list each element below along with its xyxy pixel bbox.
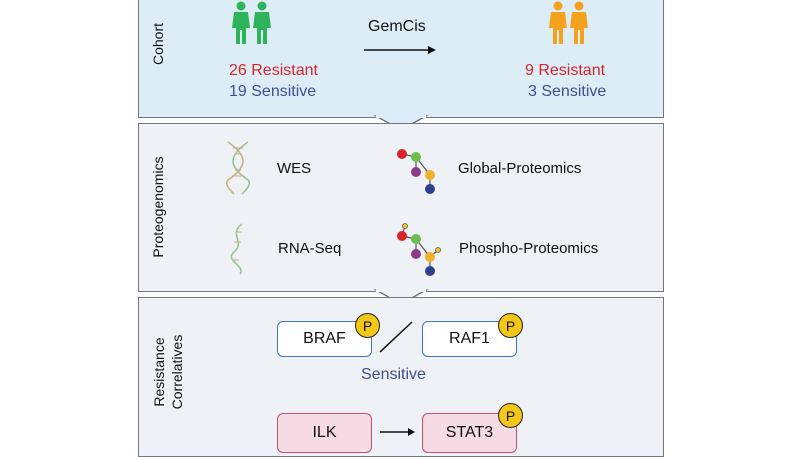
before-resistant-count: 26 Resistant — [229, 62, 318, 79]
sensitive-cohort-people-icon — [232, 1, 271, 44]
braf-phospho-badge: P — [355, 313, 380, 338]
rna-strand-icon — [230, 223, 243, 275]
before-sensitive-count: 19 Sensitive — [229, 83, 317, 100]
slash-separator-icon — [379, 321, 413, 353]
resistance-label-line2: Correlatives — [169, 334, 185, 410]
dna-helix-icon — [225, 141, 251, 195]
resistance-label-line1: Resistance — [151, 337, 167, 407]
rna-seq-label: RNA-Seq — [278, 240, 342, 257]
cohort-label: Cohort — [150, 22, 166, 66]
resistant-cohort-people-icon — [549, 1, 588, 44]
after-sensitive-count: 3 Sensitive — [528, 83, 607, 100]
resistance-correlatives-label: Resistance Correlatives — [150, 335, 186, 410]
ilk-gene-box: ILK — [277, 413, 372, 453]
protein-molecule-icon — [397, 149, 435, 194]
phospho-protein-molecule-icon — [397, 223, 441, 276]
sensitive-label: Sensitive — [361, 366, 426, 383]
treatment-label: GemCis — [368, 18, 426, 35]
global-proteomics-label: Global-Proteomics — [458, 160, 582, 177]
wes-label: WES — [277, 160, 312, 177]
resistance-correlatives-panel — [138, 297, 664, 457]
stat3-phospho-badge: P — [498, 403, 523, 428]
activation-arrow-icon — [380, 428, 415, 436]
treatment-arrow-icon — [364, 46, 436, 54]
proteogenomics-label: Proteogenomics — [150, 156, 166, 258]
after-resistant-count: 9 Resistant — [525, 62, 606, 79]
raf1-phospho-badge: P — [498, 313, 523, 338]
phospho-proteomics-label: Phospho-Proteomics — [459, 240, 599, 257]
